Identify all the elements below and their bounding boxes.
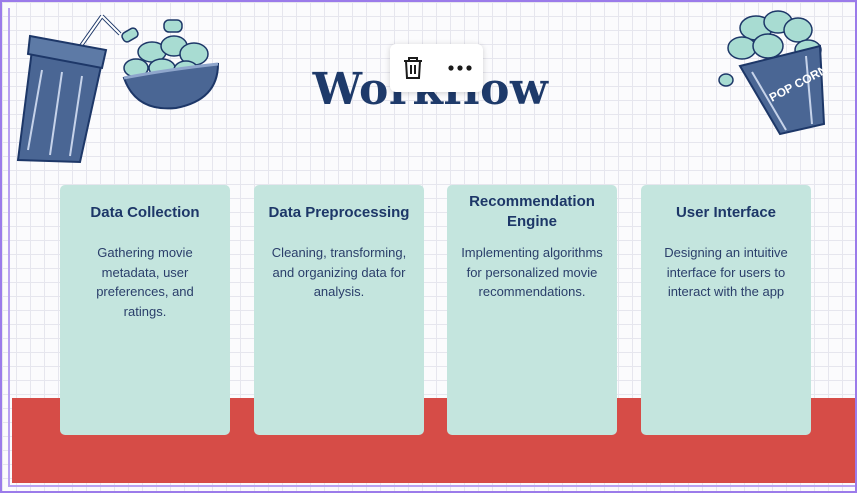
popcorn-box-illustration: POP CORN bbox=[718, 10, 830, 136]
card-data-preprocessing[interactable]: Data Preprocessing Cleaning, transformin… bbox=[254, 185, 424, 435]
card-description: Cleaning, transforming, and organizing d… bbox=[271, 245, 407, 299]
trash-icon bbox=[404, 57, 423, 79]
more-options-button[interactable] bbox=[443, 51, 477, 85]
card-title: Recommendation Engine bbox=[469, 193, 595, 230]
card-description: Gathering movie metadata, user preferenc… bbox=[96, 245, 194, 319]
popcorn-bowl-illustration bbox=[121, 19, 220, 110]
card-title: Data Preprocessing bbox=[268, 204, 410, 221]
delete-button[interactable] bbox=[396, 51, 430, 85]
card-user-interface[interactable]: User Interface Designing an intuitive in… bbox=[641, 185, 811, 435]
card-title: Data Collection bbox=[90, 204, 200, 221]
more-dots-icon bbox=[448, 65, 472, 71]
card-recommendation-engine[interactable]: Recommendation Engine Implementing algor… bbox=[447, 185, 617, 435]
card-title: User Interface bbox=[675, 204, 777, 221]
card-description: Designing an intuitive interface for use… bbox=[664, 245, 788, 299]
card-description: Implementing algorithms for personalized… bbox=[461, 245, 603, 299]
soda-cup-illustration bbox=[16, 14, 122, 164]
card-data-collection[interactable]: Data Collection Gathering movie metadata… bbox=[60, 185, 230, 435]
floating-element-toolbar bbox=[390, 44, 483, 92]
